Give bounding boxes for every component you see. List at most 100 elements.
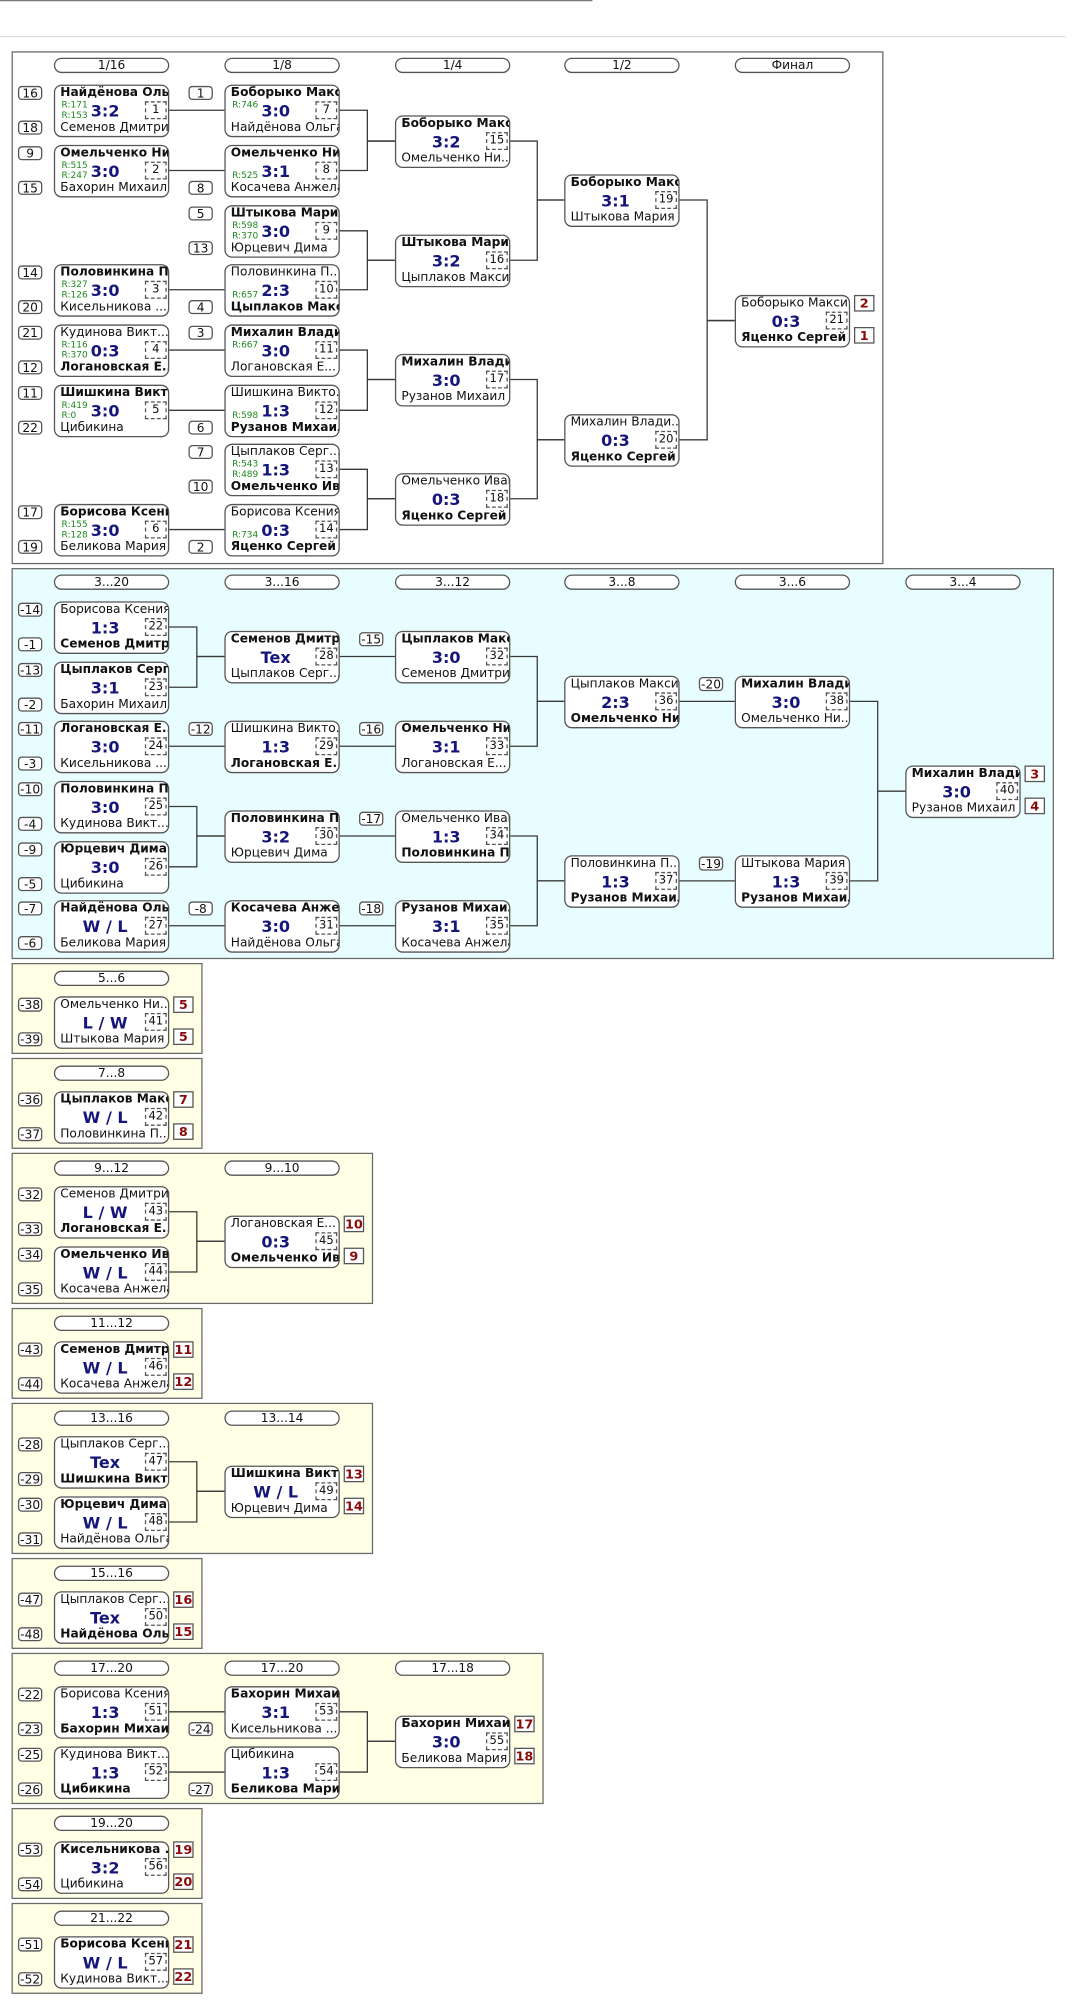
seed-top-badge: 1 bbox=[188, 85, 213, 101]
match-card[interactable]: Цыплаков Серг...Омельченко Иван1:313R:54… bbox=[224, 443, 340, 497]
match-number: 18 bbox=[485, 489, 508, 508]
seed-bottom-badge: -44 bbox=[17, 1377, 43, 1393]
match-card[interactable]: Омельченко Ни...Логановская Е...3:133 bbox=[394, 720, 511, 774]
match-score: 3:0 bbox=[90, 797, 120, 817]
player-bottom-name: Юрцевич Дима bbox=[230, 241, 328, 256]
match-card[interactable]: Цыплаков Серг...Найдёнова ОльгаTex50 bbox=[53, 1591, 170, 1644]
seed-bottom-badge: 4 bbox=[188, 300, 213, 315]
match-card[interactable]: Омельченко Ни...Бахорин Михаил3:02R:515R… bbox=[53, 144, 170, 198]
match-number: 24 bbox=[144, 737, 167, 756]
match-card[interactable]: Половинкина П...Цыплаков Максим2:310R:65… bbox=[224, 264, 340, 317]
match-card[interactable]: Половинкина П...Кудинова Викт...3:025 bbox=[53, 780, 170, 834]
player-top-name: Половинкина П... bbox=[230, 811, 339, 826]
player-bottom-name: Омельченко Ни... bbox=[741, 711, 849, 726]
seed-bottom-badge: 18 bbox=[17, 120, 43, 136]
player-bottom-name: Косачева Анжела bbox=[60, 1377, 168, 1392]
match-card[interactable]: Логановская Е...Омельченко Иван0:345 bbox=[224, 1215, 340, 1269]
match-number: 10 bbox=[315, 280, 338, 299]
match-card[interactable]: Найдёнова ОльгаСеменов Дмитрий3:21R:171R… bbox=[53, 84, 170, 138]
player-bottom-name: Яценко Сергей bbox=[230, 539, 336, 554]
player-bottom-name: Кудинова Викт... bbox=[60, 816, 168, 831]
rating-bottom: R:657 bbox=[232, 289, 259, 301]
round-title: 3...16 bbox=[224, 574, 340, 590]
match-card[interactable]: Борисова КсенияКудинова Викт...W / L57 bbox=[53, 1936, 170, 1989]
player-top-name: Михалин Влади... bbox=[741, 677, 849, 692]
seed-top-badge: -9 bbox=[17, 842, 43, 858]
match-card[interactable]: Борисова КсенияБеликова Мария3:06R:155R:… bbox=[53, 503, 170, 557]
match-card[interactable]: Михалин Влади...Омельченко Ни...3:038 bbox=[734, 675, 851, 729]
match-card[interactable]: Цыплаков МаксимПоловинкина П...W / L42 bbox=[53, 1091, 170, 1144]
match-number: 53 bbox=[315, 1702, 338, 1721]
seed-top-badge: -15 bbox=[359, 632, 384, 648]
player-top-name: Семенов Дмитрий bbox=[230, 632, 339, 647]
seed-bottom-badge: 12 bbox=[17, 360, 43, 376]
match-number: 43 bbox=[144, 1202, 167, 1221]
seed-top-badge: -30 bbox=[17, 1497, 43, 1513]
match-number: 20 bbox=[655, 430, 678, 449]
player-top-name: Найдёнова Ольга bbox=[60, 85, 168, 101]
match-score: Tex bbox=[260, 647, 291, 667]
seed-top-badge: -34 bbox=[17, 1247, 43, 1263]
seed-top-badge: -47 bbox=[17, 1592, 43, 1608]
rating-top: R:327 bbox=[61, 279, 88, 290]
match-score: W / L bbox=[82, 1952, 128, 1973]
player-top-name: Цибикина bbox=[230, 1747, 295, 1762]
match-score: W / L bbox=[82, 1357, 128, 1378]
match-card[interactable]: Михалин Влади...Логановская Е...3:011R:6… bbox=[224, 324, 340, 377]
match-number: 38 bbox=[825, 692, 848, 711]
seed-bottom-badge: 20 bbox=[17, 300, 43, 315]
player-bottom-name: Кисельникова ... bbox=[230, 1722, 338, 1737]
player-bottom-name: Кисельникова ... bbox=[60, 300, 167, 315]
match-card[interactable]: Половинкина П...Кисельникова ...3:03R:32… bbox=[53, 264, 170, 317]
seed-bottom-badge: 10 bbox=[188, 479, 213, 495]
seed-bottom-badge: -26 bbox=[17, 1782, 43, 1798]
match-score: L / W bbox=[82, 1202, 128, 1222]
player-top-name: Бахорин Михаил bbox=[401, 1716, 510, 1732]
match-number: 44 bbox=[144, 1263, 167, 1281]
match-score: 3:2 bbox=[90, 101, 120, 121]
